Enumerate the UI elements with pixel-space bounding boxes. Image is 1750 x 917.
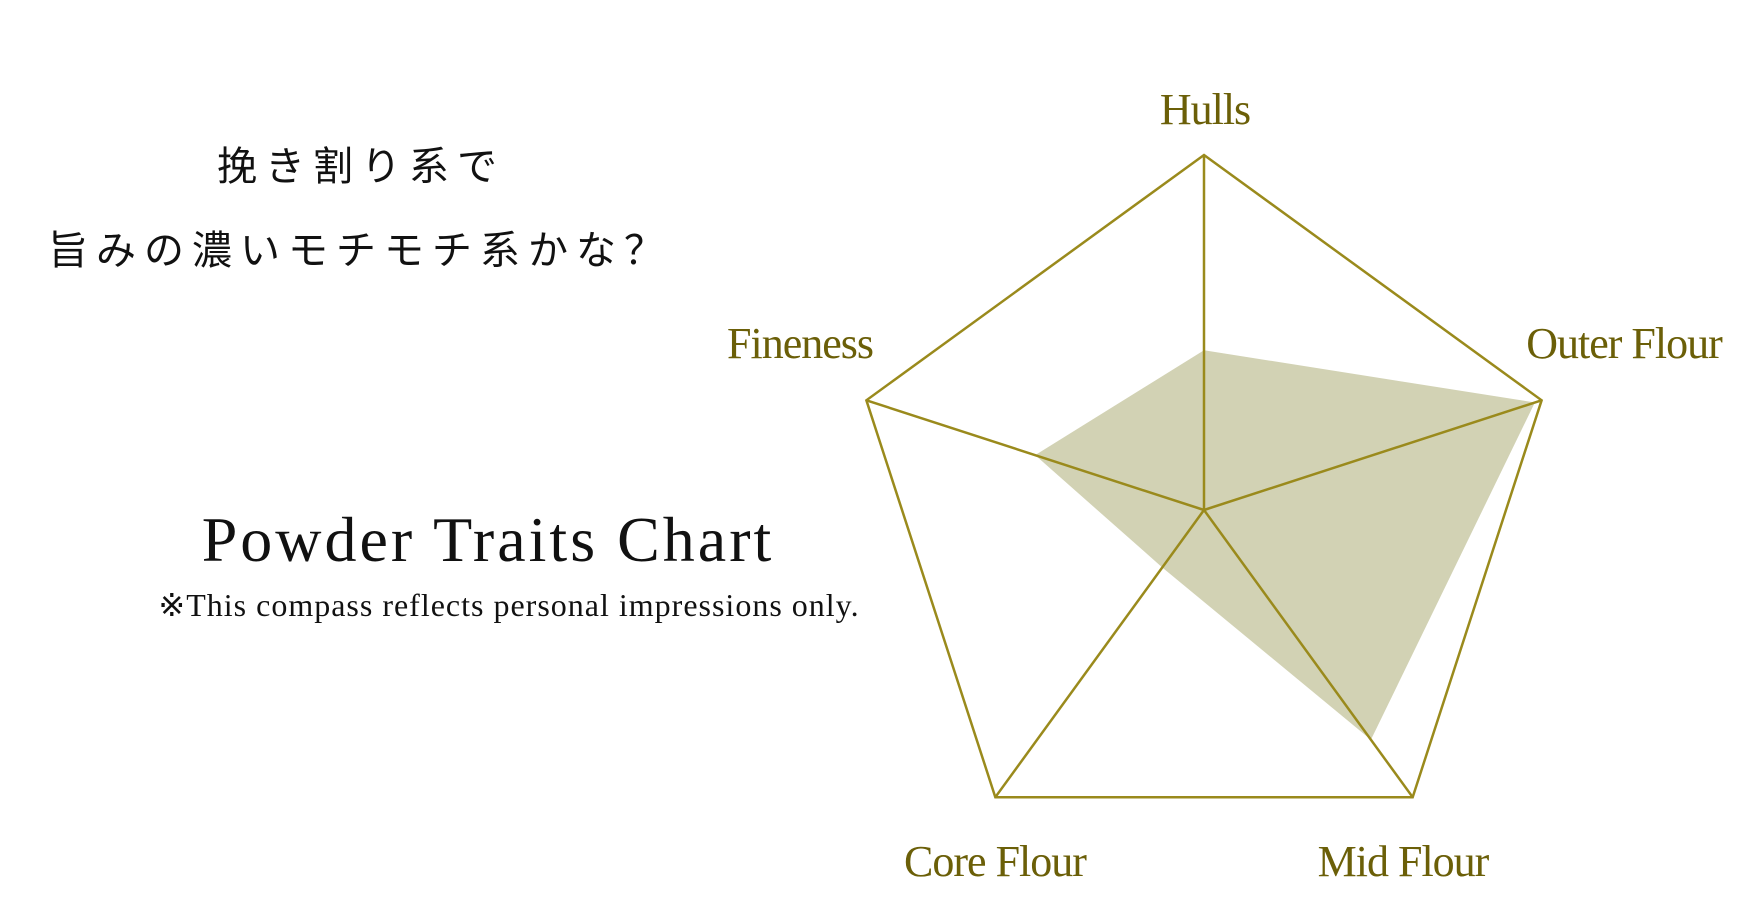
spoke-fineness bbox=[865, 399, 1205, 512]
caption-line-2: 旨みの濃いモチモチ系かな？ bbox=[48, 228, 672, 274]
chart-subtitle: ※This compass reflects personal impressi… bbox=[158, 587, 859, 623]
axis-label-hulls: Hulls bbox=[1160, 85, 1250, 134]
axis-label-outer-flour: Outer Flour bbox=[1526, 319, 1723, 368]
spoke-outer-flour bbox=[1203, 399, 1543, 512]
spoke-mid-flour bbox=[1202, 509, 1414, 798]
axis-label-core-flour: Core Flour bbox=[904, 837, 1087, 886]
grid-outline bbox=[864, 153, 1544, 799]
caption-line-1: 挽き割り系で bbox=[217, 144, 505, 190]
axis-label-mid-flour: Mid Flour bbox=[1318, 837, 1490, 886]
spoke-core-flour bbox=[994, 509, 1206, 798]
data-area bbox=[1035, 350, 1535, 740]
axis-label-fineness: Fineness bbox=[727, 319, 873, 368]
chart-title: Powder Traits Chart bbox=[202, 504, 775, 575]
